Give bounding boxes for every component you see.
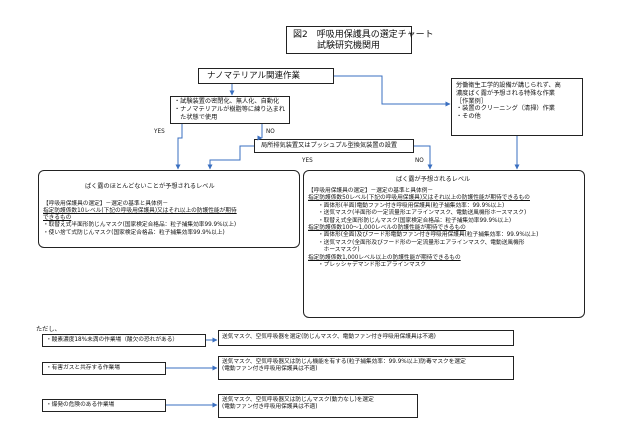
conditions-text: ・試験装置の密閉化、無人化、自動化 ・ナノマテリアルが樹脂等に練り込まれ た状態… bbox=[174, 98, 285, 121]
note-condition-explosion: ・爆発の危険のある作業場 bbox=[42, 399, 166, 412]
high-exposure-heading: ばく露が予想されるレベル bbox=[396, 176, 471, 183]
low-line: できるもの bbox=[43, 215, 72, 222]
note-condition-text: ・有害ガスと共存する作業場 bbox=[46, 365, 120, 371]
condition-line: た状態で使用 bbox=[174, 113, 218, 121]
high-line: ・取替え式全面形防じんマスク(国家検定合格品：粒子捕集効率99.9%以上) bbox=[318, 217, 512, 224]
arrow-nano-to-special bbox=[334, 75, 451, 107]
high-line: ・面体形(半面)電動ファン付き呼吸用保護具(粒子捕集効率：99.9%以上) bbox=[318, 202, 505, 209]
yes-label-1: YES bbox=[154, 129, 165, 135]
notes-intro: ただし、 bbox=[36, 326, 61, 333]
note-result-line: (電動ファン付き呼吸用保護具は不適) bbox=[222, 404, 318, 411]
condition-line: ・ナノマテリアルが樹脂等に練り込まれ bbox=[174, 105, 286, 113]
note-condition-text: ・酸素濃度18%未満の作業場（酸欠の恐れがある） bbox=[46, 337, 179, 343]
low-line: ・使い捨て式防じんマスク(国家検定合格品：粒子捕集効率99.9%以上) bbox=[43, 229, 225, 236]
note-result-line: 送気マスク、空気呼吸器又は防じんマスク(動力なし)を選定 bbox=[222, 397, 374, 403]
note-condition-gas: ・有害ガスと共存する作業場 bbox=[42, 362, 166, 375]
nano-work-label: ナノマテリアル関連作業 bbox=[207, 71, 300, 81]
high-exposure-body: 【呼吸用保護具の選定】－選定の基準と具体例－ 指定防護係数50レベル(下記の呼吸… bbox=[308, 188, 538, 269]
low-exposure-body: 【呼吸用保護具の選定】－選定の基準と具体例－ 指定防護係数10レベル(下記の呼吸… bbox=[43, 201, 237, 237]
special-work-text: 労働衛生工学的設備が講じられず、高 濃度ばく露が予想される特殊な作業 ［作業例］… bbox=[456, 82, 561, 121]
low-line: 指定防護係数10レベル(下記の呼吸用保護具)又はそれ以上の防護性能が期待 bbox=[43, 208, 237, 215]
note-condition-oxygen: ・酸素濃度18%未満の作業場（酸欠の恐れがある） bbox=[42, 334, 206, 347]
low-line: ・取替え式半面形防じんマスク(国家検定合格品：粒子捕集効率99.9%以上) bbox=[43, 222, 237, 229]
special-line: 労働衛生工学的設備が講じられず、高 bbox=[456, 82, 561, 89]
low-exposure-box: ばく露のほとんどないことが予想されるレベル 【呼吸用保護具の選定】－選定の基準と… bbox=[38, 170, 300, 248]
nano-work-box: ナノマテリアル関連作業 bbox=[198, 68, 334, 84]
note-result-line: 送気マスク、空気呼吸器又は防じん機能を有する(粒子捕集効率：99.9%以上)防毒… bbox=[222, 359, 466, 365]
local-exhaust-label: 局所排気装置又はプッシュプル型換気装置の設置 bbox=[261, 142, 398, 149]
note-result-text: 送気マスク、空気呼吸器を選定(防じんマスク、電動ファン付き呼吸用保護具は不適) bbox=[222, 334, 436, 340]
high-line: 【呼吸用保護具の選定】－選定の基準と具体例－ bbox=[308, 188, 434, 194]
high-exposure-box: ばく露が予想されるレベル 【呼吸用保護具の選定】－選定の基準と具体例－ 指定防護… bbox=[303, 170, 585, 318]
special-line: ［作業例］ bbox=[456, 97, 487, 105]
high-line: 指定防護係数100～1,000レベルの防護性能が期待できるもの bbox=[308, 225, 466, 232]
high-line: ・面体形(全面)及びフード形電動ファン付き呼吸用保護具(粒子捕集効率：99.9%… bbox=[318, 232, 539, 239]
note-result-text: 送気マスク、空気呼吸器又は防じんマスク(動力なし)を選定 (電動ファン付き呼吸用… bbox=[222, 397, 374, 411]
high-line: ・送気マスク(全面形及びフード形の一定流量形エアラインマスク、電動送風機形 bbox=[318, 239, 525, 246]
title-line-1: 図2 呼吸用保護具の選定チャート bbox=[293, 30, 434, 40]
note-result-explosion: 送気マスク、空気呼吸器又は防じんマスク(動力なし)を選定 (電動ファン付き呼吸用… bbox=[218, 394, 418, 418]
no-label-1: NO bbox=[266, 129, 275, 135]
no-label-2: NO bbox=[415, 158, 424, 164]
note-condition-text: ・爆発の危険のある作業場 bbox=[46, 402, 115, 408]
special-line: ・装置のクリーニング（清掃）作業 bbox=[456, 105, 555, 113]
note-result-gas: 送気マスク、空気呼吸器又は防じん機能を有する(粒子捕集効率：99.9%以上)防毒… bbox=[218, 356, 514, 380]
high-line: 指定防護係数1,000レベル以上の防護性能が期待できるもの bbox=[308, 254, 461, 261]
yes-label-2: YES bbox=[302, 158, 313, 164]
title-line-2: 試験研究機関用 bbox=[317, 41, 381, 51]
note-result-oxygen: 送気マスク、空気呼吸器を選定(防じんマスク、電動ファン付き呼吸用保護具は不適) bbox=[218, 330, 514, 346]
special-line: 濃度ばく露が予想される特殊な作業 bbox=[456, 89, 555, 97]
special-line: ・その他 bbox=[456, 113, 481, 120]
condition-line: ・試験装置の密閉化、無人化、自動化 bbox=[174, 98, 280, 105]
arrow-conditions-yes bbox=[175, 124, 183, 170]
high-line: ・プレッシャデマンド形エアラインマスク bbox=[318, 262, 427, 269]
special-work-box: 労働衛生工学的設備が講じられず、高 濃度ばく露が予想される特殊な作業 ［作業例］… bbox=[451, 78, 583, 136]
arrow-exhaust-yes bbox=[207, 145, 254, 170]
note-result-text: 送気マスク、空気呼吸器又は防じん機能を有する(粒子捕集効率：99.9%以上)防毒… bbox=[222, 359, 466, 373]
note-result-line: (電動ファン付き呼吸用保護具は不適) bbox=[222, 366, 318, 373]
high-line: ホースマスク) bbox=[318, 247, 360, 254]
low-line: 【呼吸用保護具の選定】－選定の基準と具体例－ bbox=[43, 201, 169, 207]
local-exhaust-box: 局所排気装置又はプッシュプル型換気装置の設置 bbox=[254, 139, 414, 153]
low-exposure-heading: ばく露のほとんどないことが予想されるレベル bbox=[85, 183, 215, 190]
high-line: 指定防護係数50レベル(下記の呼吸用保護具)又はそれ以上の防護性能が期待できるも… bbox=[308, 195, 530, 202]
conditions-box: ・試験装置の密閉化、無人化、自動化 ・ナノマテリアルが樹脂等に練り込まれ た状態… bbox=[170, 96, 290, 124]
high-line: ・送気マスク(半面形の一定流量形エアラインマスク、電動送風機形ホースマスク) bbox=[318, 210, 527, 217]
title-box: 図2 呼吸用保護具の選定チャート 試験研究機関用 bbox=[286, 26, 434, 54]
